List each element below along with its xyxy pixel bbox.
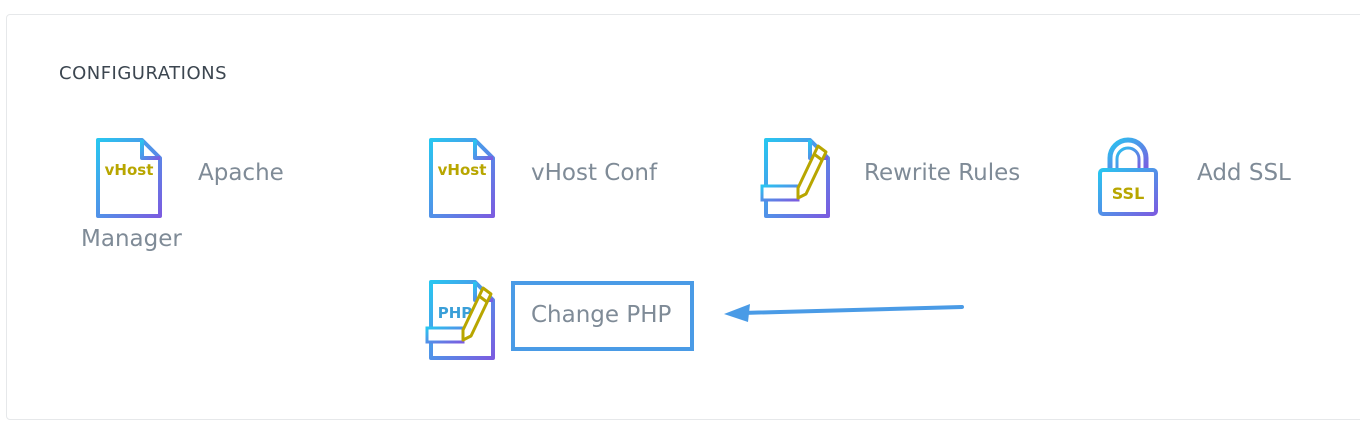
tile-label-rewrite-rules: Rewrite Rules xyxy=(864,160,1021,186)
svg-text:PHP: PHP xyxy=(438,304,473,322)
tile-label-change-php: Change PHP xyxy=(531,302,672,328)
configurations-card: CONFIGURATIONS xyxy=(6,14,1360,420)
svg-text:vHost: vHost xyxy=(105,161,154,179)
tile-label-vhost-conf: vHost Conf xyxy=(531,160,658,186)
svg-text:vHost: vHost xyxy=(438,161,487,179)
highlight-box xyxy=(511,281,694,351)
tile-label-manager: Manager xyxy=(81,226,182,252)
document-pencil-icon xyxy=(760,138,830,218)
vhost-file-icon: vHost xyxy=(96,138,162,218)
vhost-file-icon: vHost xyxy=(429,138,495,218)
ssl-lock-icon: SSL xyxy=(1098,137,1158,216)
tile-label-apache: Apache xyxy=(198,160,284,186)
arrow-annotation xyxy=(724,304,964,322)
tile-label-add-ssl: Add SSL xyxy=(1197,160,1291,186)
svg-text:SSL: SSL xyxy=(1112,184,1145,203)
section-title: CONFIGURATIONS xyxy=(59,63,228,84)
php-file-pencil-icon: PHP xyxy=(425,280,495,360)
